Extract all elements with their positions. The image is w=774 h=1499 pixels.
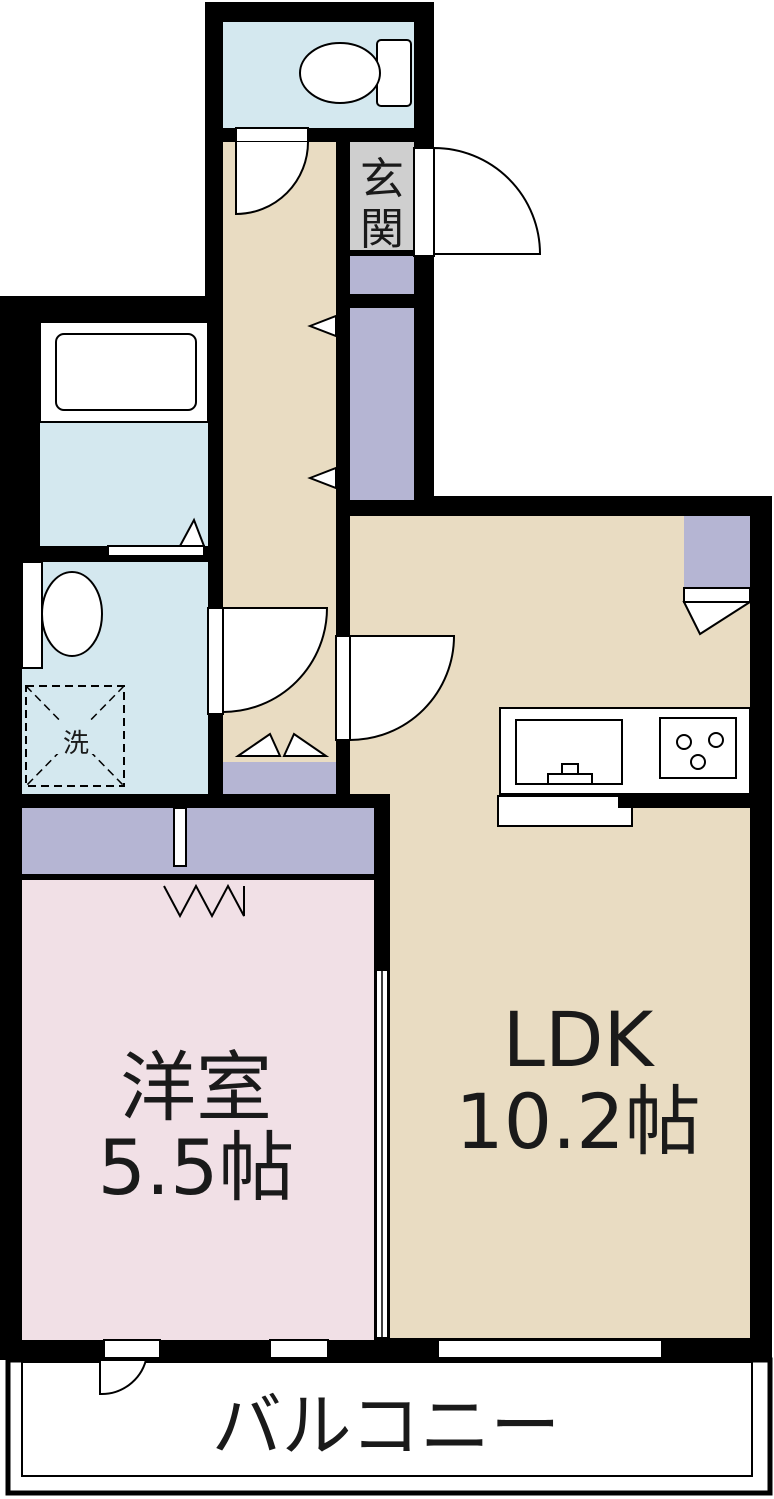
entrance-label-line2: 関: [360, 204, 404, 255]
washer-label: 洗: [63, 729, 89, 759]
closet-door-icon: [163, 883, 245, 919]
balcony-label: バルコニー: [212, 1385, 561, 1467]
entrance-label-line1: 玄: [360, 154, 404, 205]
western-room-size: 5.5帖: [98, 1123, 295, 1212]
hall-closet: [350, 308, 414, 500]
bathtub-inner: [55, 333, 197, 411]
western-room-name: 洋室: [120, 1043, 272, 1132]
balcony-inner-line: [21, 1361, 753, 1477]
entrance: [350, 142, 414, 250]
ldk-room-name: LDK: [503, 995, 656, 1084]
shoe-storage: [350, 256, 414, 294]
washbasin-icon: [21, 561, 103, 669]
western-room-closet: [22, 808, 374, 874]
toilet-icon: [299, 39, 412, 107]
hallway-storage: [223, 762, 336, 794]
ldk-room-size: 10.2帖: [455, 1077, 700, 1166]
washer-space: [25, 685, 125, 787]
kitchen-counter: [497, 707, 751, 827]
ldk-storage: [684, 516, 750, 588]
door-markers: [99, 314, 337, 1396]
closet-divider: [173, 807, 187, 867]
western-room: [22, 880, 374, 1340]
balcony: [5, 1357, 773, 1496]
door-swings: [103, 127, 754, 1359]
